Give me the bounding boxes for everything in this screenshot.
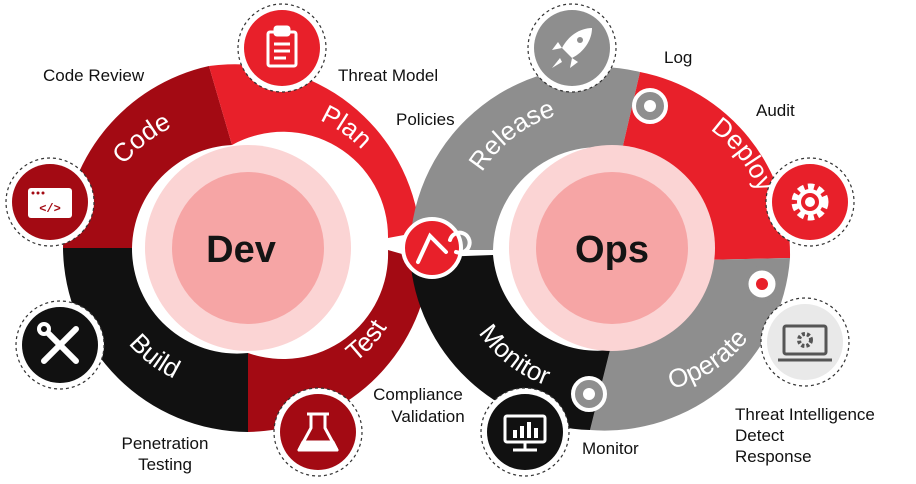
gear-icon <box>791 183 829 221</box>
monitor-badge <box>480 387 570 477</box>
dev-title: Dev <box>206 229 276 271</box>
connector-dot-operate-center <box>756 278 768 290</box>
ring-segment-build <box>63 248 248 432</box>
release-badge <box>527 3 617 93</box>
ops-inner-circle <box>536 172 688 324</box>
ring-segment-monitor <box>410 255 610 430</box>
ring-segment-plan <box>209 64 420 238</box>
operate-badge <box>760 297 850 387</box>
label-penetration-line1: Penetration <box>122 434 209 453</box>
label-threat-intel-line1: Threat Intelligence <box>735 405 875 424</box>
code-glyph: </> <box>39 202 61 216</box>
ring-segment-code <box>62 66 232 248</box>
laptop-gear-icon <box>778 324 832 362</box>
plan-badge <box>237 3 327 93</box>
ring-segment-deploy <box>622 72 791 260</box>
clipboard-icon <box>266 25 298 68</box>
label-threat-model: Threat Model <box>338 66 438 85</box>
label-audit: Audit <box>756 101 795 120</box>
code-badge: </> <box>5 157 95 247</box>
rocket-icon <box>552 28 592 68</box>
ring-segment-operate <box>590 258 790 431</box>
monitor-chart-icon <box>503 414 547 452</box>
code-window-icon: </> <box>28 188 72 218</box>
deploy-badge <box>765 157 855 247</box>
ring-segment-release <box>410 66 640 250</box>
crossing-badge <box>401 217 463 279</box>
label-compliance-line1: Compliance <box>373 385 463 404</box>
ring-segment-test <box>248 250 430 432</box>
label-penetration-line2: Testing <box>138 455 192 474</box>
ops-title: Ops <box>575 229 649 271</box>
label-policies: Policies <box>396 110 455 129</box>
crossing-arrow-icon <box>416 230 472 264</box>
tools-icon <box>37 322 79 364</box>
label-log: Log <box>664 48 692 67</box>
connector-dot-monitor-center <box>583 388 595 400</box>
label-code-review: Code Review <box>43 66 145 85</box>
label-compliance-line2: Validation <box>391 407 464 426</box>
build-badge <box>15 300 105 390</box>
label-monitor: Monitor <box>582 439 639 458</box>
test-badge <box>273 387 363 477</box>
dev-inner-circle <box>172 172 324 324</box>
flask-icon <box>297 412 339 452</box>
label-threat-intel-line3: Response <box>735 447 812 466</box>
label-threat-intel-line2: Detect <box>735 426 784 445</box>
connector-dot-log-center <box>644 100 656 112</box>
